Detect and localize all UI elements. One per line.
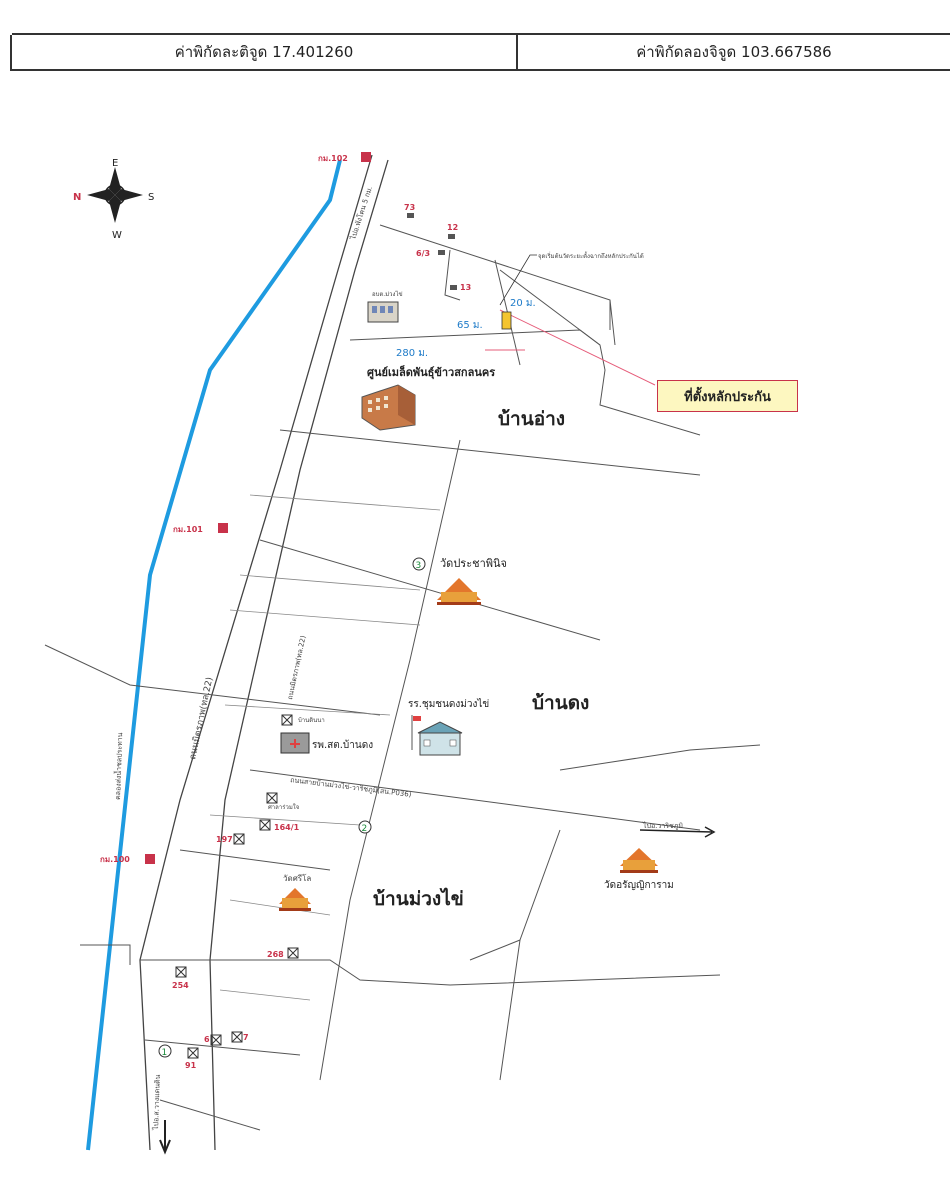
obt-building-icon [367,301,399,323]
km101-label: กม.101 [173,525,203,534]
compass-n-label: N [73,192,81,203]
km102-label: กม.102 [318,154,348,163]
secondary-road [319,439,461,1081]
wat-si-lo-label: วัดศรีโล [283,873,311,883]
route-marker-1: 1 [158,1044,172,1058]
obt-label: อบต.ม่วงไข่ [372,290,403,298]
survey-lines [485,309,656,386]
rice-seed-center-label: ศูนย์เมล็ดพันธุ์ข้าวสกลนคร [367,365,495,380]
house-number: 254 [172,981,189,990]
route-number: 1 [162,1048,168,1058]
highway-22-label-2: ถนนมิตรภาพ(ทล.22) [286,635,307,701]
highway-arrow-south [159,1120,171,1155]
road-p036-label: ถนนสายบ้านม่วงไข่-วาริชภูมิ(สน.P036) [290,775,412,799]
house-number: 91 [185,1061,197,1070]
distance-280m: 280 ม. [396,348,428,359]
to-warichaphum-label: ไปอ.วาริชภูมิ [642,821,683,830]
temple-icon [620,848,658,873]
km-marker-icon [218,523,228,533]
km-marker-icon [145,854,155,864]
distance-20m: 20 ม. [510,298,536,309]
boxed-x-icons [175,714,299,1059]
school-label: รร.ชุมชนดงม่วงไข่ [408,698,489,710]
route-marker-3: 3 [412,557,426,571]
school-icon [411,715,463,756]
house-icons [407,213,457,290]
house-number: 12 [447,223,458,232]
house-number: 73 [404,203,415,212]
temple-icon [437,578,481,605]
health-post-label: บ้านดินนา [298,717,325,724]
route-number: 3 [416,561,422,571]
collateral-plot [501,311,512,330]
highway-22-road [139,154,389,1151]
house-number: 164/1 [274,823,300,832]
area-ban-ang: บ้านอ่าง [498,408,565,430]
start-note: จุดเริ่มต้นวัดระยะตั้งฉากถึงหลักประกันได… [538,250,644,260]
compass-s-label: S [148,192,154,203]
wat-rattanaram-label: วัดอรัญญิการาม [604,880,674,891]
hospital-icon [280,732,310,754]
latitude-label: ค่าพิกัดละติจูด 17.401260 [174,43,354,61]
coordinate-bar: ค่าพิกัดละติจูด 17.401260 ค่าพิกัดลองจิจ… [10,33,950,71]
km100-marker: กม.100 [100,854,155,864]
warichaphum-arrow [639,826,716,838]
temple-icon [279,888,311,911]
house-number: 6/3 [416,249,430,258]
rice-seed-center-icon [361,384,416,431]
collateral-location-callout: ที่ตั้งหลักประกัน [657,380,798,412]
route-number: 2 [362,824,368,834]
divider-middle [516,35,518,71]
area-ban-dong: บ้านดง [532,692,589,714]
km102-marker: กม.102 [318,152,371,163]
route-marker-2: 2 [358,820,372,834]
longitude-label: ค่าพิกัดลองจิจูด 103.667586 [636,43,832,61]
highway-22-label: ถนนมิตรภาพ(ทล.22) [187,676,215,761]
area-ban-muang-khai: บ้านม่วงไข่ [373,887,464,910]
wat-prachaphinit-label: วัดประชาพินิจ [440,557,507,570]
block-lines [209,494,441,1001]
canal-label: คลองส่งน้ำชลประทาน [111,732,124,800]
compass-w-label: W [112,230,122,241]
km100-label: กม.100 [100,855,130,864]
compass-rose [87,167,143,223]
river [86,159,342,1151]
house-number: 6 [204,1035,210,1044]
km101-marker: กม.101 [173,523,228,534]
house-number: 268 [267,950,284,959]
house-number: 197 [216,835,233,844]
hospital-label: รพ.สต.บ้านดง [312,739,373,751]
to-sakon-label: ไปอ.ส.วางแดนดิน [151,1074,162,1131]
house-number: 7 [243,1033,249,1042]
start-note-leader [499,254,537,306]
distance-65m: 65 ม. [457,320,483,331]
cross-roads [44,224,761,1131]
sala-label: ศาลาร่วมใจ [268,803,299,811]
km-marker-icon [361,152,371,162]
compass-e-label: E [112,158,118,169]
house-number: 13 [460,283,471,292]
divider-left [10,35,12,71]
